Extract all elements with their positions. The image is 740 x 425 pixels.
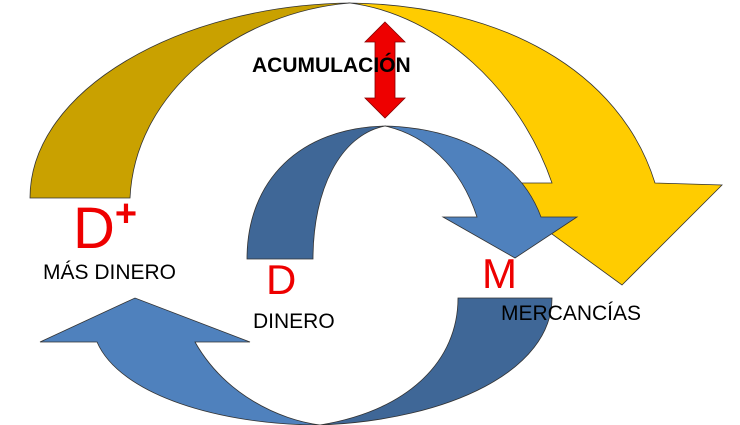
money-to-commodity-arrow bbox=[246, 125, 579, 260]
more-money-plus: + bbox=[115, 193, 137, 235]
money-to-commodity-right-part bbox=[384, 125, 579, 259]
money-symbol: D bbox=[266, 256, 296, 303]
more-money-symbol: D+ bbox=[73, 193, 137, 261]
money-to-commodity-left-part bbox=[246, 125, 386, 260]
more-money-letter: D bbox=[73, 196, 115, 261]
more-money-label: MÁS DINERO bbox=[43, 261, 176, 284]
accumulation-arrow-left-part bbox=[29, 2, 351, 199]
accumulation-title: ACUMULACIÓN bbox=[252, 53, 411, 77]
commodity-to-more-money-arrow bbox=[39, 297, 553, 425]
money-label: DINERO bbox=[253, 310, 335, 333]
double-arrow-icon bbox=[364, 21, 406, 119]
commodity-to-more-money-right-part bbox=[319, 297, 553, 425]
commodity-to-more-money-left-part bbox=[39, 297, 321, 425]
accumulation-arrow bbox=[29, 2, 723, 286]
accumulation-arrow-right-part bbox=[349, 2, 723, 286]
commodity-symbol: M bbox=[482, 250, 517, 297]
commodity-label: MERCANCÍAS bbox=[501, 302, 641, 325]
